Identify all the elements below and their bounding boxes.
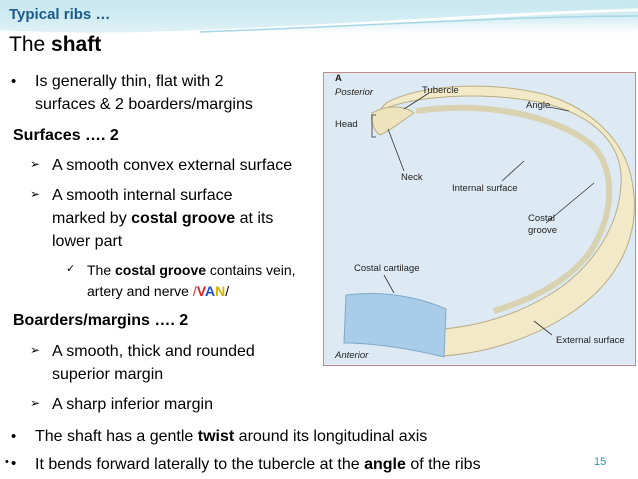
rib-head-shape [371, 106, 415, 136]
label-anterior: Anterior [334, 350, 369, 361]
twist-post: around its longitudinal axis [234, 428, 428, 445]
groove-note-bold: costal groove [115, 262, 207, 278]
slide-title: The shaft [9, 33, 101, 57]
arrow-bullet-icon: ➢ [30, 396, 41, 410]
rib-figure: A Posterior Tubercle Angle Head Neck Int… [323, 72, 636, 366]
rib-illustration: A Posterior Tubercle Angle Head Neck Int… [334, 73, 635, 361]
van-slash-close: / [225, 283, 230, 299]
margins-heading-text: Boarders/margins …. 2 [13, 312, 189, 329]
intro-line2: surfaces & 2 boarders/margins [35, 96, 253, 113]
internal-line2-bold: costal groove [131, 210, 236, 227]
van-n: N [215, 283, 226, 299]
label-angle: Angle [526, 100, 550, 111]
panel-letter: A [335, 73, 342, 84]
internal-line2-post: at its [235, 210, 274, 227]
surfaces-heading-text: Surfaces …. 2 [13, 127, 119, 144]
arrow-bullet-icon: ➢ [30, 187, 41, 201]
label-internal-surface: Internal surface [452, 183, 517, 194]
title-prefix: The [9, 33, 52, 56]
small-dot-icon: • [5, 456, 9, 468]
label-external-surface: External surface [556, 335, 625, 346]
twist-line: The shaft has a gentle twist around its … [35, 425, 427, 448]
groove-note-line1: The costal groove contains vein, [87, 260, 296, 280]
label-costal-groove-2: groove [528, 225, 557, 236]
groove-note-line2-text: artery and nerve [87, 283, 193, 299]
margin-item2: A sharp inferior margin [52, 396, 213, 413]
label-tubercle: Tubercle [422, 85, 459, 96]
groove-note-pre: The [87, 262, 116, 278]
header-swoosh [0, 0, 638, 36]
bullet-dot-icon: • [11, 428, 17, 445]
bend-post: of the ribs [405, 456, 481, 473]
label-costal-groove-1: Costal [528, 213, 555, 224]
deck-title: Typical ribs … [9, 6, 111, 23]
label-costal-cartilage: Costal cartilage [354, 263, 419, 274]
label-neck: Neck [401, 172, 423, 183]
bullet-dot-icon: • [11, 455, 17, 472]
label-head: Head [335, 119, 358, 130]
check-bullet-icon: ✓ [66, 263, 76, 275]
bend-line: It bends forward laterally to the tuberc… [35, 453, 481, 476]
page-number: 15 [594, 456, 607, 468]
internal-line3: lower part [52, 233, 123, 250]
surfaces-heading: Surfaces …. 2 [13, 124, 119, 147]
surface-item-external: A smooth convex external surface [52, 157, 293, 174]
costal-groove-line [415, 104, 613, 314]
van-v: V [196, 283, 206, 299]
twist-pre: The shaft has a gentle [35, 428, 198, 445]
costal-cartilage-shape [343, 293, 447, 358]
bend-bold: angle [364, 456, 406, 473]
margin-item1-line1: A smooth, thick and rounded [52, 343, 255, 360]
groove-note-line2: artery and nerve /VAN/ [87, 281, 229, 301]
van-slash-open: / [192, 283, 197, 299]
van-a: A [205, 283, 216, 299]
arrow-bullet-icon: ➢ [30, 343, 41, 357]
label-posterior: Posterior [335, 87, 374, 98]
internal-line2-pre: marked by [52, 210, 132, 227]
bullet-dot-icon: • [11, 73, 17, 90]
twist-bold: twist [197, 428, 235, 445]
margins-heading: Boarders/margins …. 2 [13, 309, 188, 332]
arrow-bullet-icon: ➢ [30, 157, 41, 171]
intro-line1: Is generally thin, flat with 2 [35, 73, 224, 90]
title-bold: shaft [51, 33, 102, 56]
internal-line2: marked by costal groove at its [52, 207, 273, 230]
groove-note-post: contains vein, [206, 262, 296, 278]
margin-item1-line2: superior margin [52, 366, 164, 383]
bend-pre: It bends forward laterally to the tuberc… [35, 456, 365, 473]
surface-item-internal: A smooth internal surface [52, 187, 233, 204]
